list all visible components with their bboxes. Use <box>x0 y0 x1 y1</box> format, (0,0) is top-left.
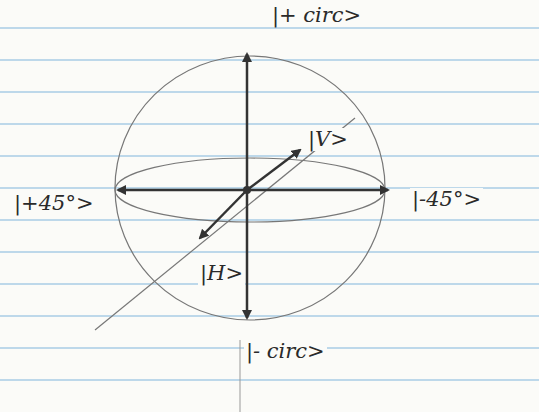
sphere-outline <box>95 56 385 330</box>
state-label: |- circ> <box>244 340 327 363</box>
margin-stroke <box>240 340 241 412</box>
state-label: |-45°> <box>410 188 483 211</box>
notebook-rules <box>0 28 539 380</box>
axis-arrows <box>118 54 388 318</box>
origin-dot <box>243 186 251 194</box>
state-label: |+ circ> <box>270 4 363 27</box>
state-label: |+45°> <box>12 192 96 215</box>
state-label: |V> <box>306 128 350 151</box>
state-label: |H> <box>198 262 245 285</box>
